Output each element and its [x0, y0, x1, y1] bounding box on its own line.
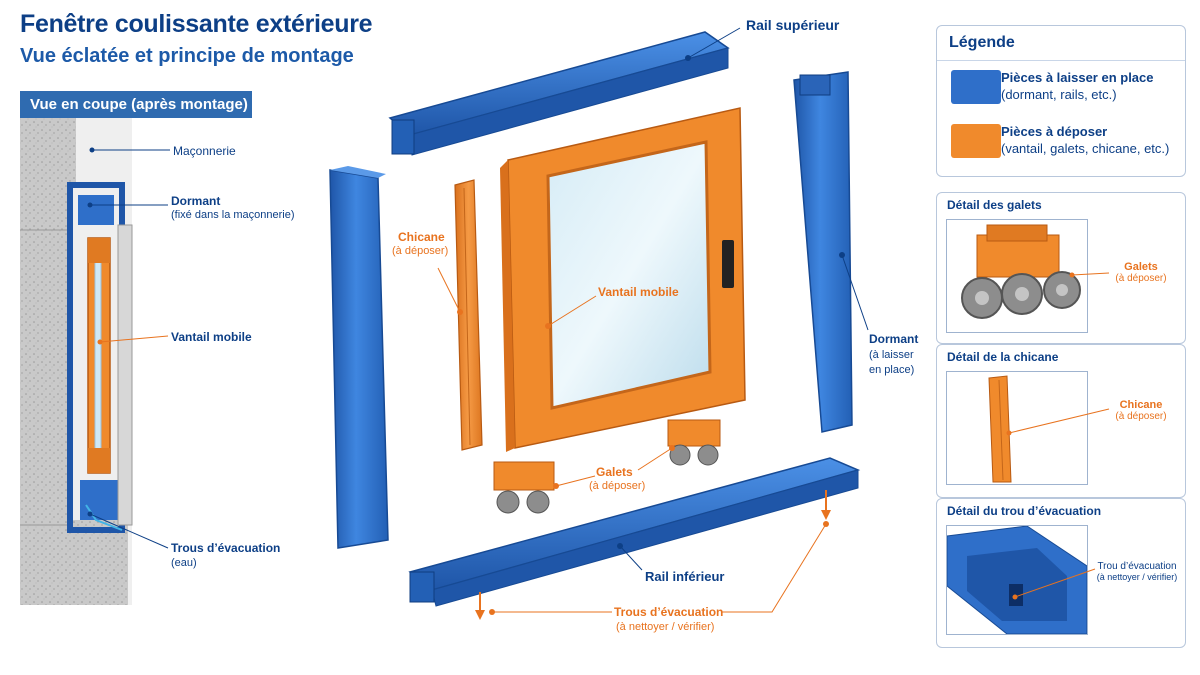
label-rail-superieur: Rail supérieur: [746, 17, 840, 33]
label-coupe-dormant: Dormant: [171, 194, 221, 208]
legend-swatch-orange: [951, 124, 1001, 158]
detail-chicane-panel: Détail de la chicane Chicane (à déposer): [936, 344, 1186, 498]
detail-galets-panel: Détail des galets Galets (à déposer): [936, 192, 1186, 344]
detail-chicane-title: Détail de la chicane: [947, 350, 1059, 364]
dormant-left-part: [329, 166, 389, 549]
galets-leader: [1069, 272, 1110, 278]
label-dormant: Dormant: [869, 332, 919, 346]
detail-trou-sub: (à nettoyer / vérifier): [1096, 572, 1178, 582]
detail-galets-image: [946, 219, 1088, 333]
detail-galets-sub: (à déposer): [1115, 273, 1167, 284]
rail-inferieur-part: [408, 457, 861, 620]
label-coupe-trous-sub: (eau): [171, 557, 197, 569]
detail-chicane-image: [946, 371, 1088, 485]
chicane-part: [437, 179, 483, 451]
detail-trou-title: Détail du trou d’évacuation: [947, 504, 1102, 518]
section-view: [20, 118, 170, 605]
page-subtitle: Vue éclatée et principe de montage: [20, 45, 354, 67]
legend-item-keep-sub: (dormant, rails, etc.): [1001, 87, 1117, 102]
label-coupe-trous: Trous d’évacuation: [171, 541, 281, 555]
label-dormant-sub2: en place): [869, 364, 915, 376]
label-vantail-mobile: Vantail mobile: [598, 285, 679, 299]
rail-superieur-part: [388, 27, 741, 156]
legend-item-remove-label: Pièces à déposer: [1001, 124, 1108, 139]
legend-divider: [937, 60, 1185, 61]
label-maconnerie: Maçonnerie: [173, 144, 236, 158]
label-rail-inferieur: Rail inférieur: [645, 569, 725, 584]
label-coupe-vantail: Vantail mobile: [171, 330, 252, 344]
section-view-title: Vue en coupe (après montage): [20, 91, 252, 118]
legend-item-remove: Pièces à déposer (vantail, galets, chica…: [1001, 123, 1169, 157]
legend-item-keep-label: Pièces à laisser en place: [1001, 70, 1154, 85]
chicane-leader: [1006, 408, 1110, 436]
vantail-part: [500, 107, 746, 452]
detail-trou-label-group: Trou d’évacuation (à nettoyer / vérifier…: [1095, 561, 1179, 582]
detail-chicane-label: Chicane: [1119, 399, 1163, 411]
legend-item-keep: Pièces à laisser en place (dormant, rail…: [1001, 69, 1154, 103]
galets-detail-drawing: [961, 224, 1081, 319]
label-galets: Galets: [596, 465, 633, 479]
label-coupe-dormant-sub: (fixé dans la maçonnerie): [171, 209, 295, 221]
legend-item-remove-sub: (vantail, galets, chicane, etc.): [1001, 141, 1170, 156]
detail-chicane-sub: (à déposer): [1115, 411, 1167, 422]
label-trous-evacuation-sub: (à nettoyer / vérifier): [616, 621, 715, 633]
label-trous-evacuation: Trous d’évacuation: [614, 605, 724, 619]
page-title: Fenêtre coulissante extérieure: [20, 10, 373, 38]
masonry-wall: [20, 118, 68, 605]
label-chicane-sub: (à déposer): [392, 245, 449, 257]
detail-trou-panel: Détail du trou d’évacuation Trou d’évacu…: [936, 498, 1186, 648]
detail-galets-title: Détail des galets: [947, 198, 1042, 212]
legend-panel: Légende Pièces à laisser en place (dorma…: [936, 25, 1186, 177]
label-galets-sub: (à déposer): [589, 480, 646, 492]
detail-galets-label: Galets: [1124, 261, 1158, 273]
label-chicane: Chicane: [398, 230, 445, 244]
legend-swatch-blue: [951, 70, 1001, 104]
detail-chicane-label-group: Chicane (à déposer): [1111, 399, 1171, 422]
detail-galets-label-group: Galets (à déposer): [1111, 261, 1171, 284]
legend-title: Légende: [949, 34, 1015, 51]
detail-trou-label: Trou d’évacuation: [1097, 561, 1177, 572]
chicane-detail-drawing: [988, 375, 1012, 483]
trou-leader: [1012, 568, 1096, 600]
dormant-right-part: [793, 71, 869, 433]
galets-part: [493, 419, 721, 514]
label-dormant-sub1: (à laisser: [869, 349, 914, 361]
